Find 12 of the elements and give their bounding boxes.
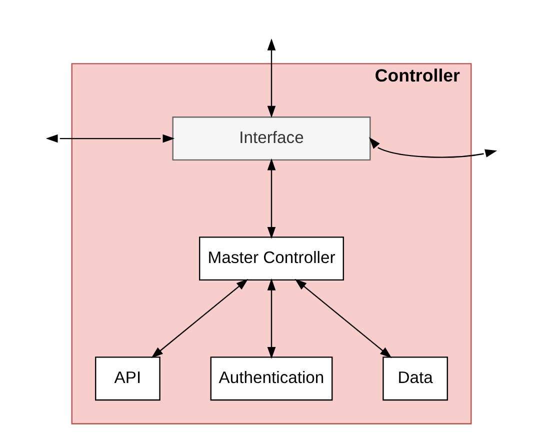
node-box: API (95, 356, 160, 400)
arrow (46, 134, 175, 142)
arrow (267, 38, 276, 118)
node-box: Master Controller (199, 236, 344, 280)
arrow (151, 278, 248, 358)
node-box: Interface (172, 116, 371, 160)
node-box: Data (382, 356, 448, 400)
arrow (267, 278, 276, 358)
arrow (368, 136, 498, 158)
arrow (294, 278, 392, 358)
arrow (267, 158, 276, 238)
node-box: Authentication (210, 356, 333, 400)
